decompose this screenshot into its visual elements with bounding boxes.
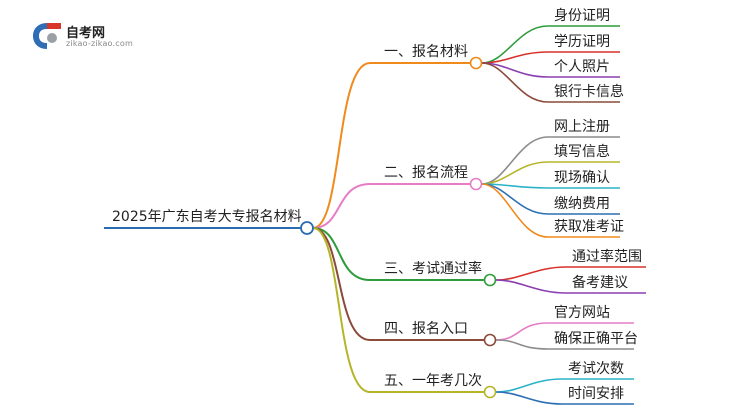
branch-node <box>483 385 497 399</box>
child-connector <box>495 279 567 294</box>
logo-title: 自考网 <box>66 26 106 41</box>
child-label: 学历证明 <box>554 34 610 50</box>
branch-label: 三、考试通过率 <box>384 261 482 277</box>
child-label: 备考建议 <box>572 275 628 291</box>
branch-label: 五、一年考几次 <box>384 373 482 389</box>
child-connector <box>481 62 549 103</box>
child-label: 获取准考证 <box>554 219 624 235</box>
branch-connector <box>312 183 371 229</box>
child-label: 确保正确平台 <box>554 331 638 347</box>
child-label: 银行卡信息 <box>554 84 624 100</box>
branch-label: 一、报名材料 <box>384 44 468 60</box>
child-label: 通过率范围 <box>572 249 642 265</box>
branch-node <box>469 177 483 191</box>
branch-node <box>483 273 497 287</box>
child-connector <box>495 391 563 405</box>
child-connector <box>481 136 549 185</box>
child-connector <box>495 322 549 341</box>
child-label: 官方网站 <box>554 305 610 321</box>
branch-connector <box>312 62 371 229</box>
logo-icon <box>33 23 61 49</box>
branch-label: 二、报名流程 <box>384 165 468 181</box>
child-connector <box>495 378 563 393</box>
child-label: 现场确认 <box>554 170 610 186</box>
child-connector <box>481 183 549 238</box>
child-connector <box>495 339 549 350</box>
child-label: 网上注册 <box>554 119 610 135</box>
child-label: 填写信息 <box>554 144 610 160</box>
logo-subtitle: zikao-zikao.com <box>66 39 133 48</box>
branch-connector <box>312 227 371 393</box>
branch-node <box>469 56 483 70</box>
branch-node <box>483 333 497 347</box>
child-label: 考试次数 <box>568 361 624 377</box>
child-label: 身份证明 <box>554 8 610 24</box>
root-node <box>300 221 314 235</box>
child-connector <box>495 266 567 281</box>
child-label: 个人照片 <box>554 59 610 75</box>
branch-label: 四、报名入口 <box>384 321 468 337</box>
child-label: 时间安排 <box>568 386 624 402</box>
child-label: 缴纳费用 <box>554 196 610 212</box>
root-label: 2025年广东自考大专报名材料 <box>112 209 302 225</box>
branch-connector <box>312 227 371 281</box>
